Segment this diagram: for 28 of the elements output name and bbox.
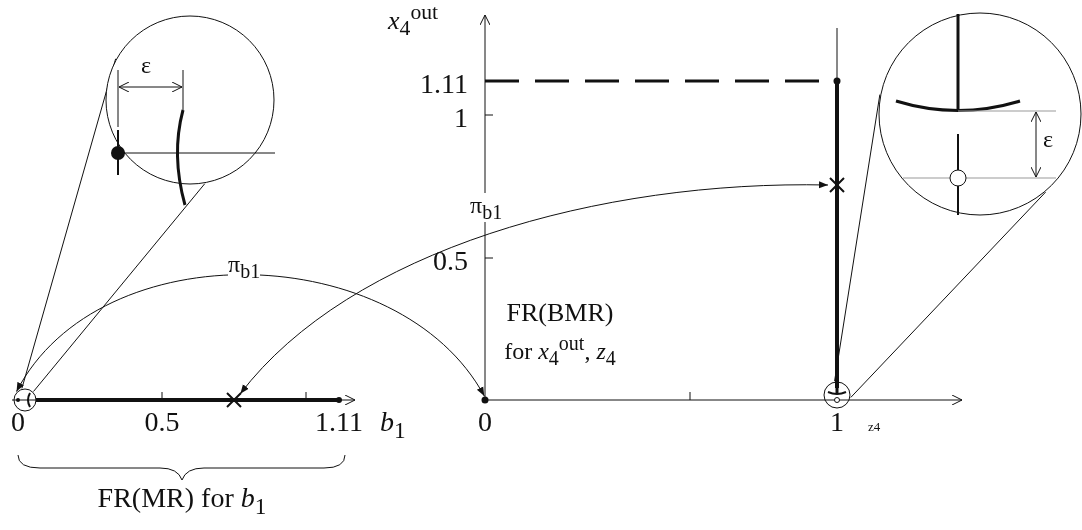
tick-label: 0	[478, 408, 492, 436]
edge-label: π$_{b1}$	[470, 193, 503, 222]
region-label: for x$_{4}$$^{out}$, z$_{4}$	[504, 333, 616, 368]
cross-mark	[225, 391, 243, 409]
leader-line	[33, 183, 206, 392]
tick-label: 0.5	[433, 247, 468, 275]
axis-label: z4	[868, 420, 881, 433]
region-label: FR(BMR)	[506, 300, 614, 326]
tick-label: 1	[830, 408, 844, 436]
leader-line	[834, 94, 881, 382]
origin-point	[481, 396, 489, 404]
tick-label: 0.5	[144, 408, 180, 436]
region-label: FR(MR) for b$_{1}$	[97, 484, 267, 518]
magnifier-circle	[878, 12, 1082, 216]
arrow	[239, 181, 829, 395]
axis-label: b$_{1}$	[380, 408, 406, 442]
tick-label: 1	[454, 104, 468, 132]
epsilon-label: ε	[141, 53, 152, 77]
cross-mark	[828, 176, 846, 194]
zoom-circle	[823, 381, 851, 409]
tick-label: 1.11	[420, 70, 468, 98]
tick-label: 0	[11, 408, 25, 436]
arrow	[16, 274, 485, 397]
zoom-circle	[13, 388, 37, 412]
leader-line	[850, 191, 1047, 398]
tick-label: 1.11	[315, 408, 363, 436]
leader-line	[21, 58, 117, 389]
epsilon-label: ε	[1043, 127, 1054, 151]
